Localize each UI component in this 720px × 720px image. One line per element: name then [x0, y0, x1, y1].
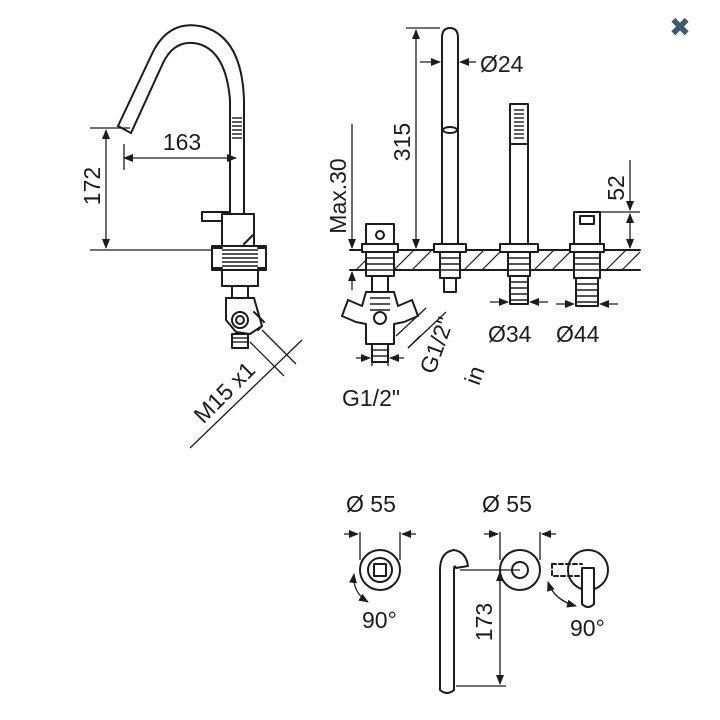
deck-spout: [433, 27, 467, 293]
label-spout-reach: 163: [163, 129, 201, 155]
label-spout-diameter: Ø24: [480, 51, 524, 77]
close-button[interactable]: ✖: [664, 12, 696, 44]
label-inlet-connection: G1/2": [342, 385, 400, 411]
plan-left-rosette: Ø 55 90°: [344, 491, 416, 633]
dimension-172: 172: [79, 127, 212, 251]
dimension-inlet-bottom: G1/2": [342, 348, 404, 411]
dimension-spout-diameter: Ø24: [420, 51, 524, 77]
label-handle-height: 52: [603, 175, 629, 201]
label-base-diameter-large: Ø44: [556, 321, 600, 347]
label-plan-rotation-left: 90°: [362, 607, 397, 633]
dimension-315: 315: [389, 27, 440, 249]
dimension-diameter-34: Ø34: [488, 298, 548, 347]
deck-diverter: [341, 223, 419, 363]
base-thread-lines: [222, 249, 258, 267]
dimension-173: 173: [456, 571, 506, 687]
spout-aerator-texture: [232, 117, 242, 139]
label-max-deck: Max.30: [325, 158, 351, 233]
dimension-163: 163: [123, 129, 237, 170]
label-plan-rotation-right: 90°: [570, 615, 605, 641]
label-base-diameter-small: Ø34: [488, 321, 532, 347]
label-plan-right-diameter: Ø 55: [482, 491, 532, 517]
dimension-diameter-44: Ø44: [556, 300, 618, 347]
label-spout-total-height: 315: [389, 123, 415, 161]
label-inlet-in: in: [459, 362, 490, 388]
plan-spout: Ø 55: [439, 491, 556, 694]
label-spout-height: 172: [79, 167, 105, 205]
label-inlet-connection-in: G1/2": [414, 314, 458, 377]
dimension-max-deck: Max.30: [325, 124, 356, 290]
hand-shower-texture: [514, 109, 524, 139]
plan-right-rosette: 90°: [547, 549, 609, 641]
mixer-side-view: [117, 24, 267, 349]
dimension-52: 52: [600, 160, 640, 249]
deck-mixer-handle: [569, 211, 605, 307]
deck-hand-shower: [499, 103, 539, 305]
label-thread: M15 x1: [188, 356, 260, 428]
label-plan-left-diameter: Ø 55: [346, 491, 396, 517]
label-plan-height: 173: [471, 603, 497, 641]
